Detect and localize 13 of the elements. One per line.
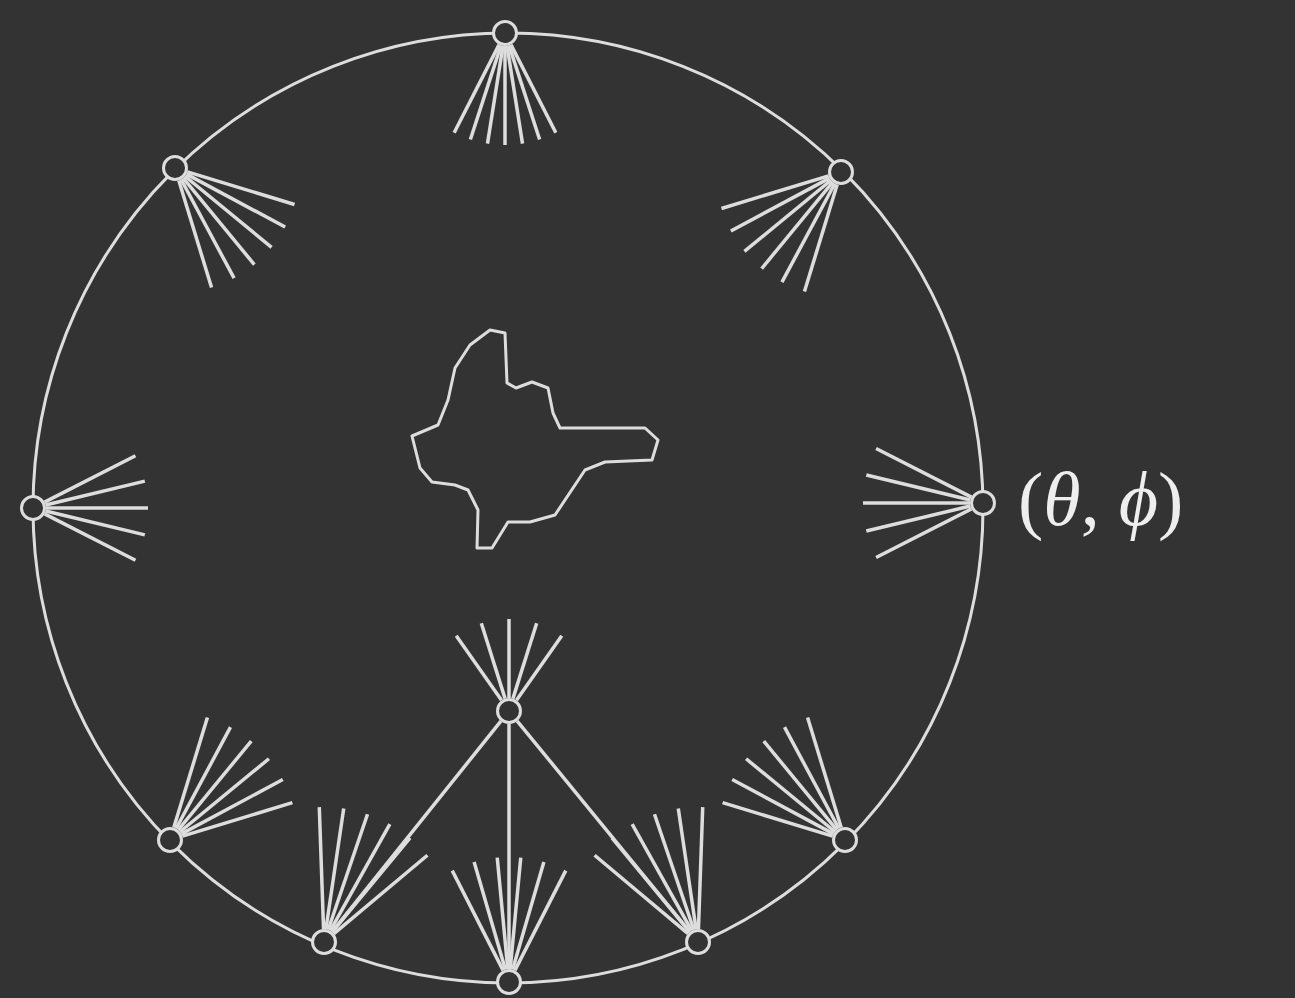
- point-marker: [162, 155, 188, 181]
- point-marker: [20, 495, 46, 521]
- point-marker: [970, 490, 996, 516]
- point-marker: [832, 827, 858, 853]
- point-marker: [496, 969, 522, 995]
- point-marker: [828, 159, 854, 185]
- point-marker: [492, 20, 518, 46]
- connector-line: [515, 719, 692, 934]
- point-marker: [496, 698, 522, 724]
- point-marker: [157, 827, 183, 853]
- connector-line: [330, 720, 503, 933]
- point-marker: [311, 929, 337, 955]
- point-marker: [685, 929, 711, 955]
